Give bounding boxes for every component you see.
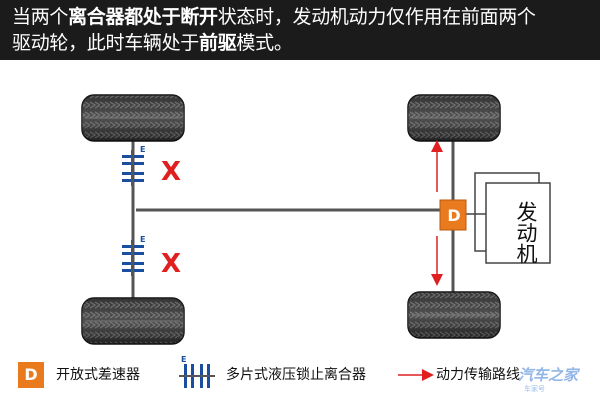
legend-clutch-icon <box>179 364 215 388</box>
header-text-2b: 前驱 <box>199 32 237 54</box>
legend-clutch-text: 多片式液压锁止离合器 <box>226 367 366 383</box>
header-text-1c: 状态时，发动机动力仅作用在前面两个 <box>217 6 536 28</box>
watermark-text: 汽车之家 <box>518 366 579 384</box>
differential-label: D <box>447 206 461 225</box>
header-line-2: 驱动轮，此时车辆处于前驱模式。 <box>12 31 293 55</box>
engine-label: 发动机 <box>514 200 538 264</box>
tire-rear-top <box>81 94 185 142</box>
header-text-2a: 驱动轮，此时车辆处于 <box>12 32 200 54</box>
watermark-logo: 汽车之家 车家号 <box>518 364 596 396</box>
tire-rear-bottom <box>81 297 185 345</box>
legend-clutch-mark: E <box>181 355 186 364</box>
watermark-subtext: 车家号 <box>524 385 545 393</box>
clutch-upper-mark: E <box>140 145 145 154</box>
legend-power-path-text: 动力传输路线 <box>436 367 520 383</box>
header-line-1: 当两个离合器都处于断开状态时，发动机动力仅作用在前面两个 <box>12 5 536 29</box>
clutch-upper <box>122 150 144 186</box>
header-banner: 当两个离合器都处于断开状态时，发动机动力仅作用在前面两个 驱动轮，此时车辆处于前… <box>0 0 600 60</box>
clutch-upper-x: X <box>161 157 181 187</box>
tire-front-top <box>407 94 501 142</box>
legend-differential-text: 开放式差速器 <box>56 367 140 383</box>
header-text-2c: 模式。 <box>236 32 293 54</box>
clutch-lower <box>122 240 144 276</box>
header-text-1b: 离合器都处于断开 <box>68 6 218 28</box>
header-text-1a: 当两个 <box>12 6 69 28</box>
clutch-lower-mark: E <box>140 235 145 244</box>
tire-front-bottom <box>407 291 501 339</box>
engine-block <box>466 172 551 264</box>
legend-differential-icon: D <box>18 362 44 388</box>
clutch-lower-x: X <box>161 249 181 279</box>
differential-box <box>439 199 467 231</box>
